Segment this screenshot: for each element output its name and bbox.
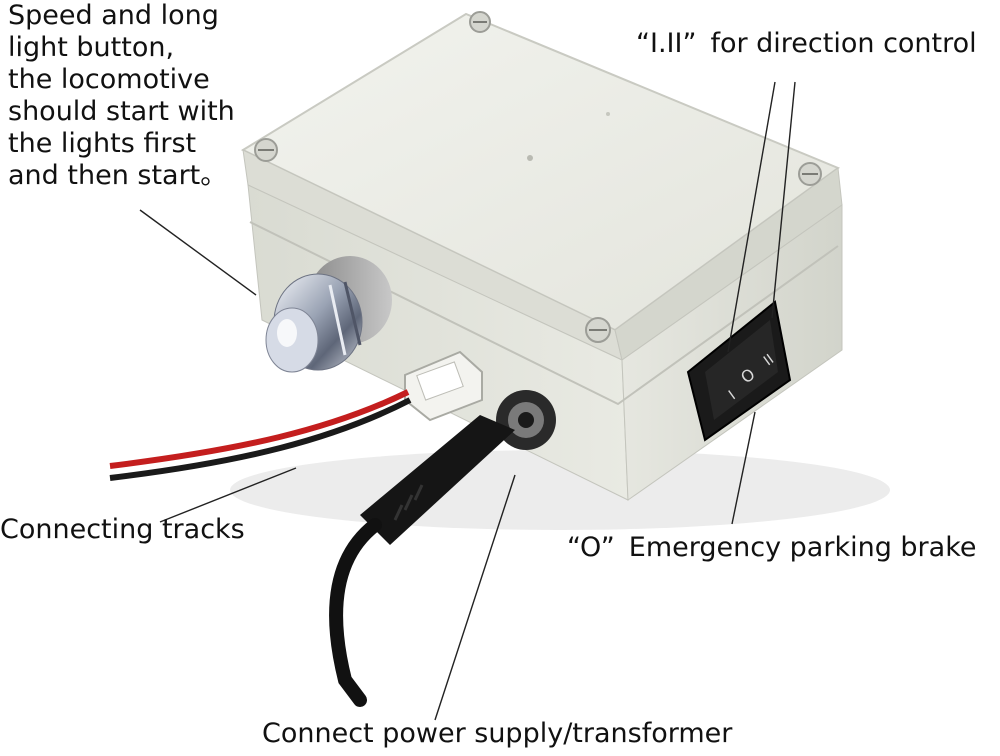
track-wires xyxy=(109,389,412,481)
speed-knob xyxy=(265,256,392,373)
brake-symbol: “O” xyxy=(567,532,615,563)
speed-label-line: light button, xyxy=(8,32,175,63)
callout-lines xyxy=(139,81,796,721)
power-supply-label: Connect power supply/transformer xyxy=(262,718,733,749)
speed-label-line: the locomotive xyxy=(8,64,210,95)
screw-icon xyxy=(585,317,611,343)
screw-icon xyxy=(798,162,822,186)
rocker-switch: O II I xyxy=(686,300,792,442)
screw-icon xyxy=(254,138,278,162)
direction-text: for direction control xyxy=(710,28,977,59)
direction-symbol: “I.II” xyxy=(636,28,697,59)
speed-label-line: should start with xyxy=(8,96,235,127)
emergency-brake-label: “O” Emergency parking brake xyxy=(567,532,977,564)
power-cable xyxy=(329,415,515,707)
speed-label-line: and then start。 xyxy=(8,160,228,191)
screw-icon xyxy=(469,11,491,33)
connecting-tracks-label: Connecting tracks xyxy=(0,514,245,545)
power-jack xyxy=(496,390,556,450)
speed-knob-label: Speed and long light button, the locomot… xyxy=(8,0,235,192)
speed-label-line: Speed and long xyxy=(8,0,219,31)
brake-text: Emergency parking brake xyxy=(628,532,977,563)
direction-control-label: “I.II” for direction control xyxy=(636,28,977,60)
speed-label-line: the lights first xyxy=(8,128,197,159)
